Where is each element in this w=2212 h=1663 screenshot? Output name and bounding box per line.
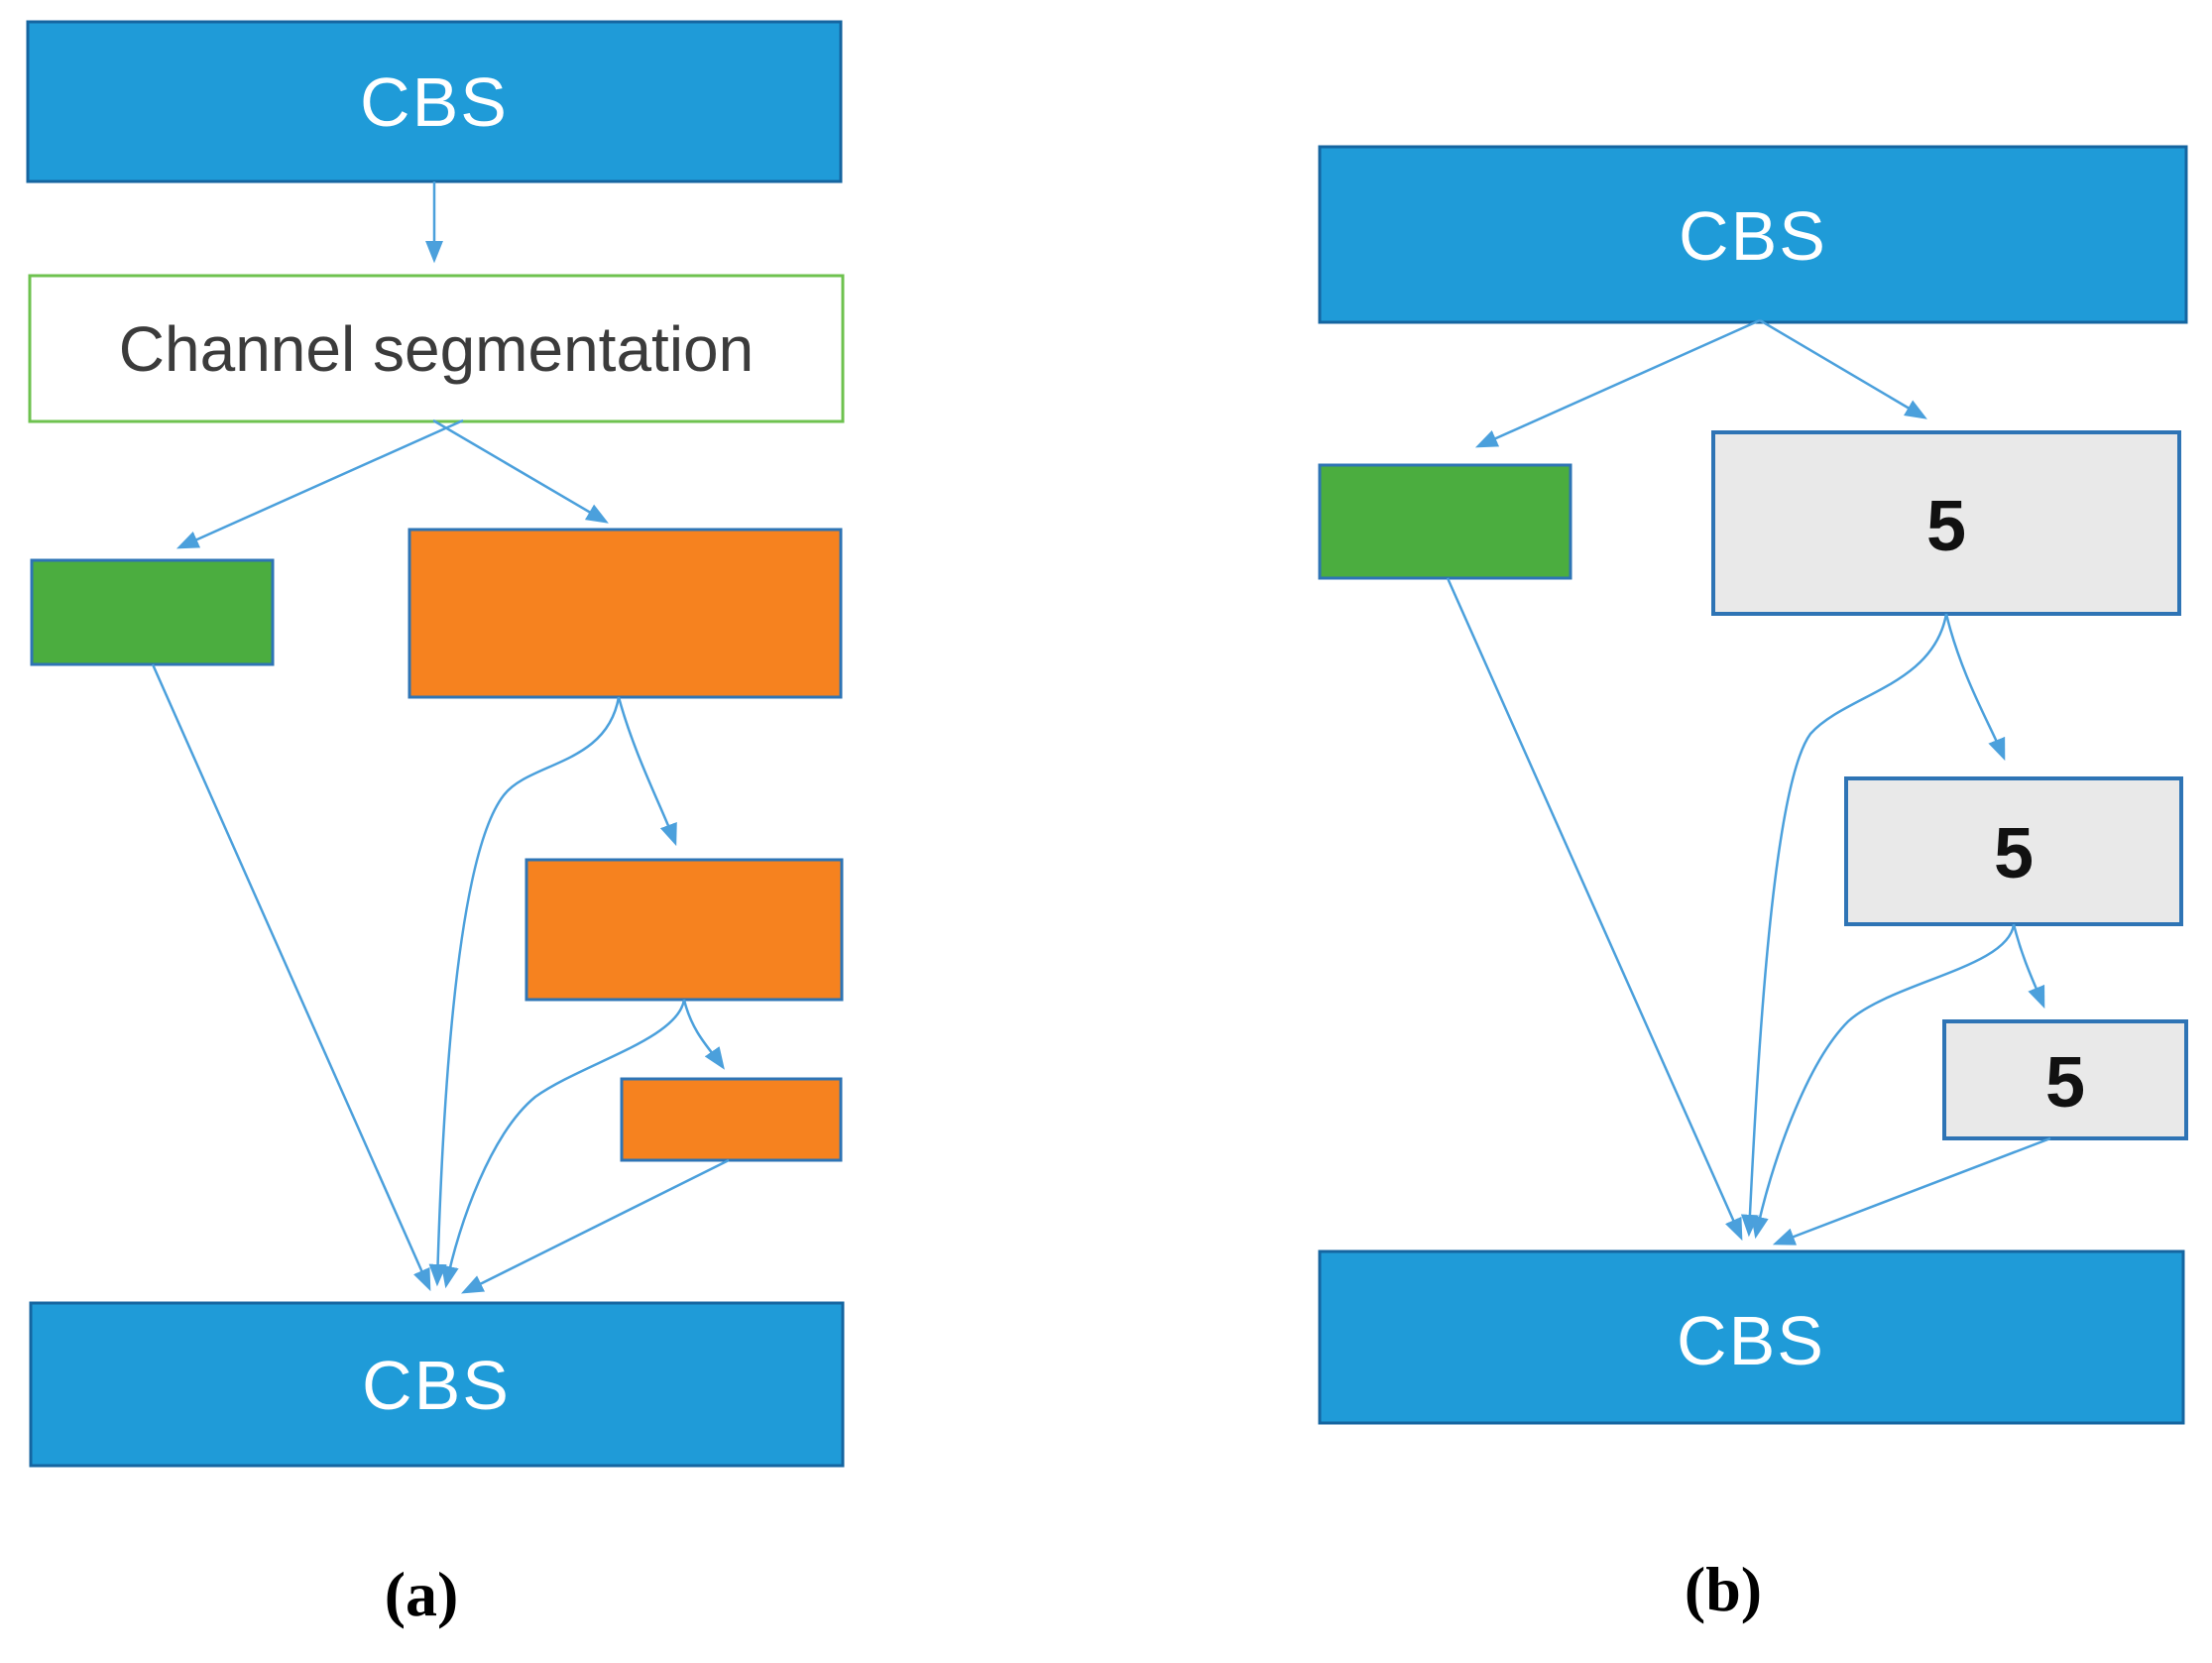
edge-gray-2-to-cbs: [1751, 923, 2016, 1240]
edge-orange-3-to-cbs: [460, 1158, 730, 1294]
edge-segmentation-to-orange-1: [432, 418, 609, 524]
edge-green-to-cbs-a: [151, 663, 431, 1292]
cbs-sink-label-b: CBS: [1677, 1302, 1825, 1379]
edge-orange-2-to-cbs: [440, 999, 686, 1289]
cbs-source-label-b: CBS: [1679, 197, 1827, 275]
edge-cbs-to-green-b: [1474, 318, 1761, 448]
edge-green-to-cbs-b: [1446, 577, 1743, 1242]
gray-slot-value-3: 5: [2045, 1043, 2085, 1123]
cbs-source-box-b: [1318, 145, 2188, 324]
gray-slot-box-1: [1711, 430, 2181, 616]
panel-a: CBS Channel segmentation: [26, 20, 845, 1629]
edge-gray-2-to-gray-3: [2012, 923, 2045, 1010]
panel-b: CBS 5 5 5 CBS: [1318, 145, 2188, 1624]
green-slot-box-b: [1318, 463, 1572, 580]
edge-orange-1-to-orange-2: [617, 696, 677, 847]
cbs-sink-box-a: [29, 1301, 845, 1468]
edge-orange-1-to-cbs: [428, 696, 621, 1287]
gray-slot-value-2: 5: [1994, 814, 2034, 893]
gray-slot-box-2: [1844, 776, 2183, 926]
gray-slot-box-3: [1942, 1019, 2188, 1140]
orange-slot-box-1: [407, 528, 843, 699]
panel-label-a: (a): [385, 1559, 459, 1629]
channel-segmentation-label: Channel segmentation: [119, 313, 754, 385]
edge-gray-1-to-cbs: [1740, 613, 1948, 1238]
orange-slot-box-2: [524, 858, 844, 1002]
edge-gray-1-to-gray-2: [1944, 613, 2006, 762]
cbs-sink-label-a: CBS: [362, 1347, 511, 1424]
cbs-source-box-a: [26, 20, 843, 183]
cbs-source-label-a: CBS: [360, 63, 509, 141]
orange-slot-box-3: [620, 1077, 843, 1162]
panel-label-b: (b): [1685, 1554, 1762, 1624]
channel-segmentation-box: [28, 274, 845, 423]
edge-orange-2-to-orange-3: [682, 999, 725, 1070]
edge-segmentation-to-green-a: [175, 418, 464, 549]
green-slot-box-a: [30, 558, 275, 666]
edge-cbs-to-gray-1: [1759, 318, 1927, 419]
cbs-sink-box-b: [1318, 1249, 2185, 1425]
gray-slot-value-1: 5: [1926, 487, 1966, 566]
edge-gray-3-to-cbs: [1772, 1136, 2051, 1246]
